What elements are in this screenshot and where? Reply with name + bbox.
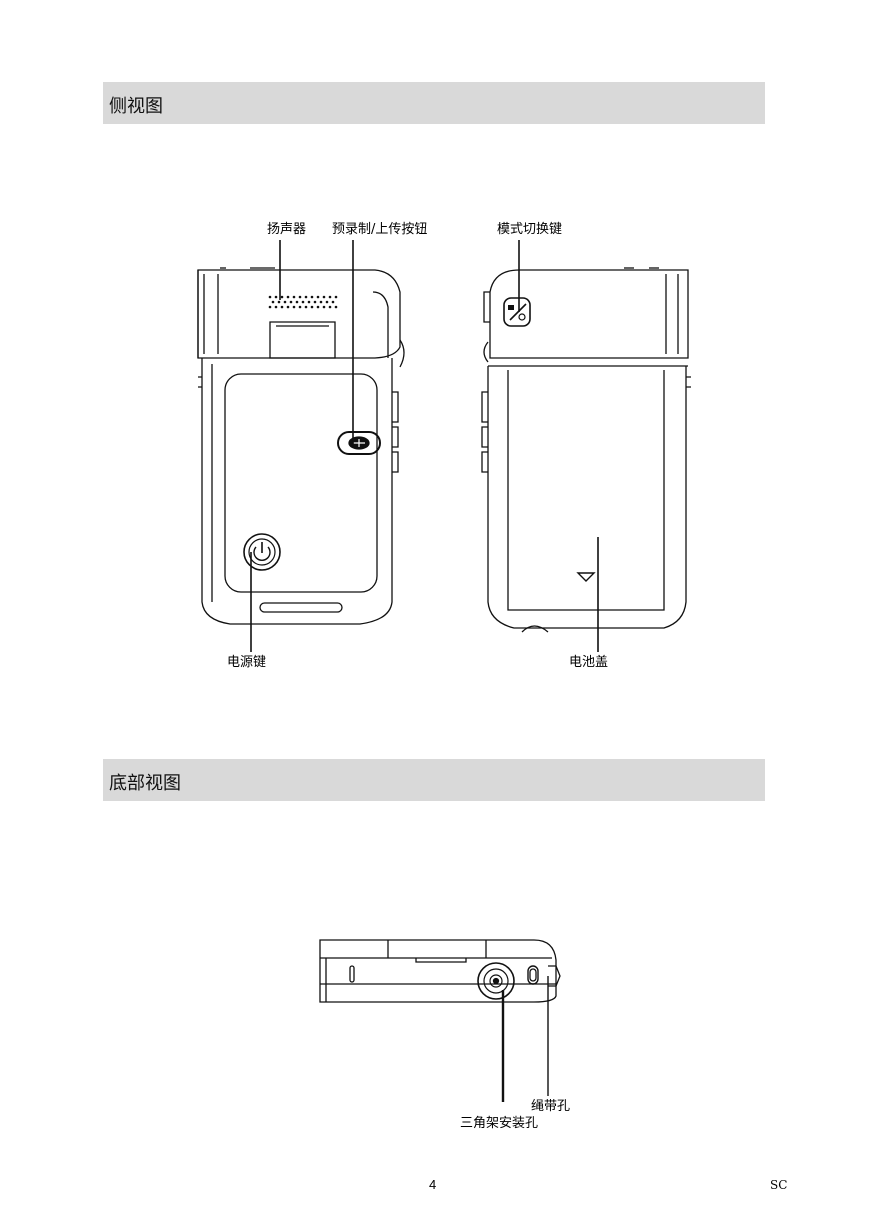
bottom-view-heading: 底部视图 bbox=[109, 773, 181, 794]
mode-switch-key-label: 模式切换键 bbox=[497, 222, 563, 237]
bottom-view-heading-band: 底部视图 bbox=[103, 759, 765, 801]
pre-record-upload-button-label: 预录制/上传按钮 bbox=[332, 222, 428, 237]
language-code: SC bbox=[770, 1178, 788, 1192]
power-key-label: 电源键 bbox=[227, 655, 267, 670]
page-number: 4 bbox=[429, 1177, 437, 1192]
camera-right-side-illustration bbox=[481, 240, 691, 652]
power-button-icon bbox=[243, 533, 281, 571]
tripod-mount-hole-label: 三角架安装孔 bbox=[460, 1116, 539, 1131]
side-view-heading: 侧视图 bbox=[109, 96, 163, 117]
strap-hole-label: 绳带孔 bbox=[531, 1099, 571, 1114]
pre-record-upload-button-icon bbox=[337, 431, 381, 455]
camera-left-side-illustration bbox=[197, 240, 405, 652]
speaker-label: 扬声器 bbox=[267, 222, 307, 237]
tripod-mount-icon bbox=[477, 962, 515, 1000]
camera-bottom-illustration bbox=[319, 939, 561, 1102]
side-view-heading-band: 侧视图 bbox=[103, 82, 765, 124]
speaker-grille-icon bbox=[268, 295, 338, 309]
battery-cover-label: 电池盖 bbox=[569, 655, 609, 670]
mode-switch-key-icon bbox=[503, 297, 531, 327]
strap-hole-icon bbox=[527, 965, 539, 985]
